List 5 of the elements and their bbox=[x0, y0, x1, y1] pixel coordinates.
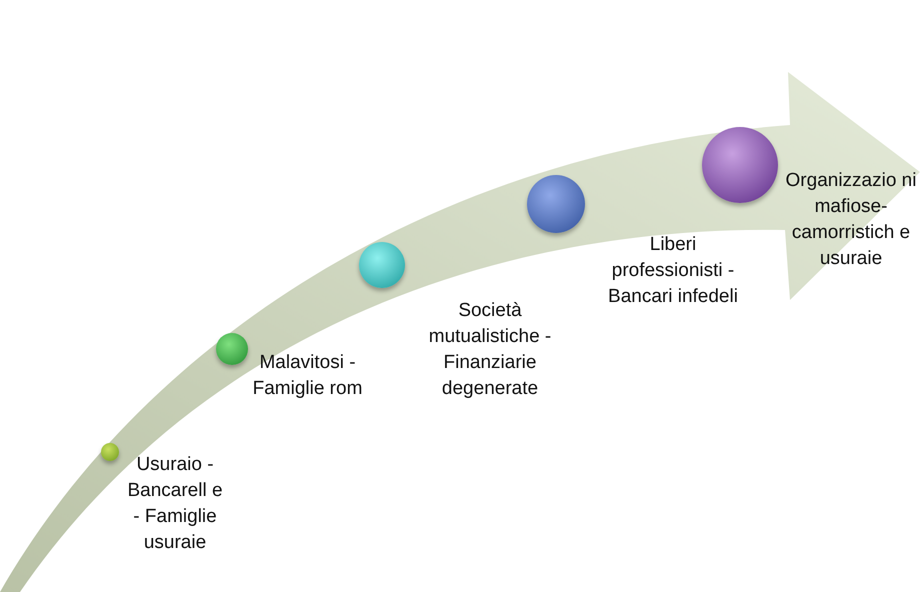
stage-label: Liberi professionisti - Bancari infedeli bbox=[608, 233, 738, 309]
stage-label: Organizzazio ni mafiose- camorristich e usuraie bbox=[784, 169, 918, 271]
stage-label: Malavitosi - Famiglie rom bbox=[252, 351, 364, 401]
stage-label: Usuraio - Bancarell e - Famiglie usuraie bbox=[126, 453, 224, 555]
stage-label: Società mutualistiche - Finanziarie degenerate bbox=[428, 299, 552, 401]
